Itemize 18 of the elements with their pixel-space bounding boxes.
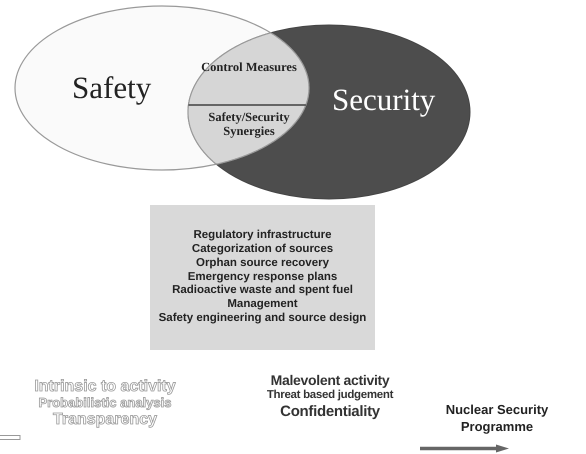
ellipse-label: Security [332, 82, 436, 118]
measures-panel [150, 205, 375, 350]
ellipse-label: Safety [72, 70, 152, 106]
lens-text: Safety/Security Synergies [207, 111, 291, 138]
lens-text: Control Measures [200, 61, 298, 75]
list-item: Regulatory infrastructure [193, 229, 332, 243]
list-item: Safety engineering and source design [158, 312, 366, 326]
bold-text: Threat based judgement [266, 388, 394, 403]
list-item: Emergency response plans [188, 270, 338, 284]
outlined-text: Intrinsic to activity [34, 378, 176, 396]
list-item: Categorization of sources [192, 243, 334, 257]
bold-text: Malevolent activity [270, 372, 390, 389]
bold-text: Confidentiality [280, 402, 380, 421]
list-item: Radioactive waste and spent fuel Management [171, 284, 354, 312]
outlined-text: Transparency [52, 411, 158, 430]
list-item: Orphan source recovery [196, 256, 329, 271]
outlined-text: Probabilistic analysis [38, 396, 172, 412]
programme-label: Nuclear Security Programme [444, 402, 550, 436]
